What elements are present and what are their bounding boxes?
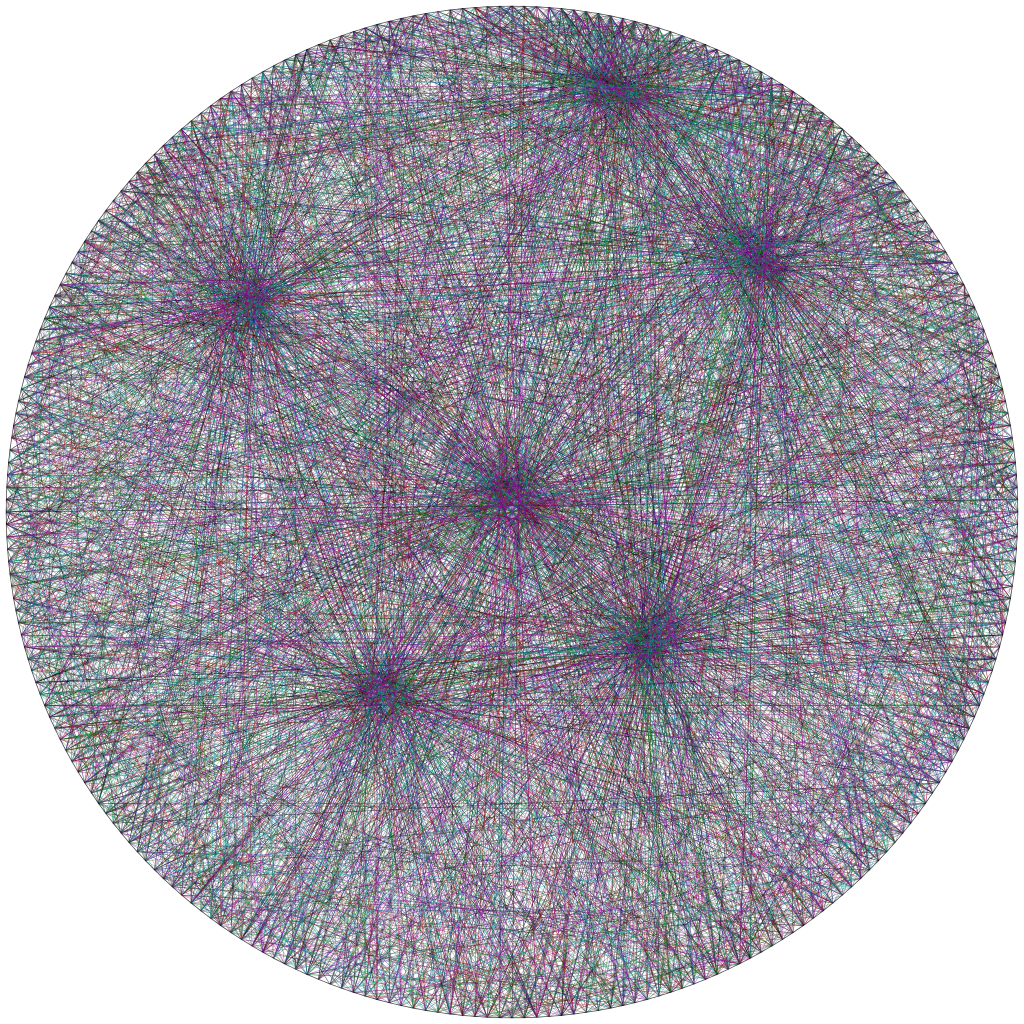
thread-layer <box>5 5 1019 1019</box>
rim-serration <box>5 5 1019 1019</box>
rim-layer <box>5 5 1019 1019</box>
thread-group-5 <box>5 5 1019 1018</box>
